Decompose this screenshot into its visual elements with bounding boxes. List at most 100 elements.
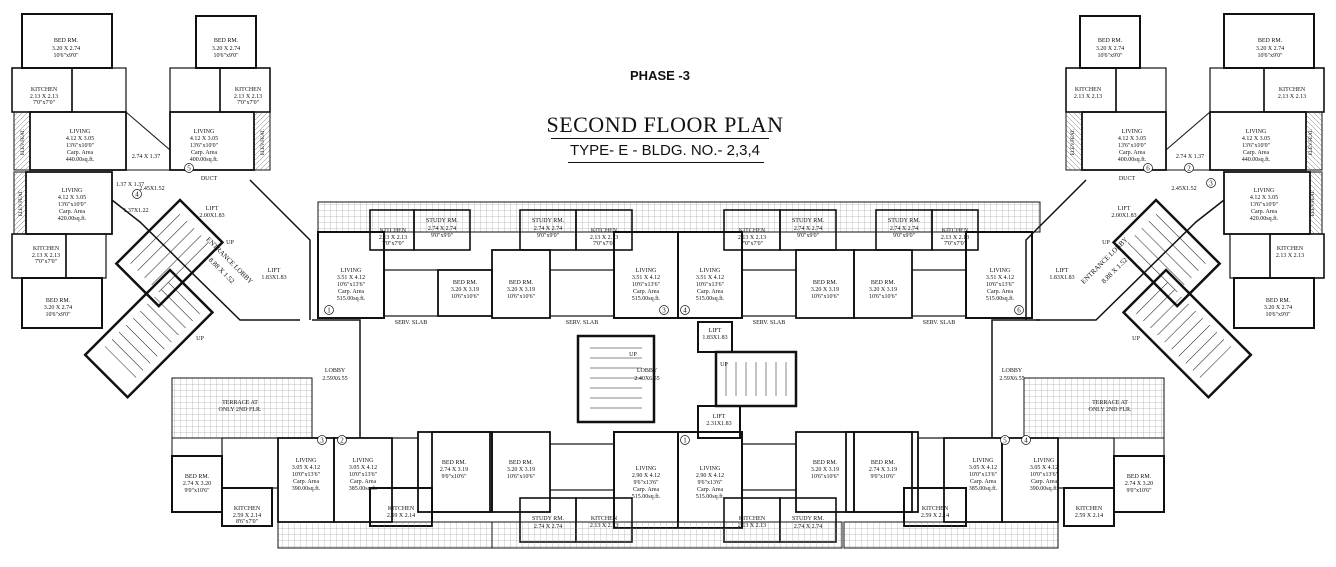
study-dim: 2.74 X 2.74 <box>534 226 562 232</box>
study-dim: 2.74 X 2.74 <box>794 524 822 530</box>
area-value: 515.00sq.ft. <box>696 493 725 500</box>
living-label: LIVING <box>353 458 374 464</box>
lift-dim: 1.83X1.83 <box>261 275 286 281</box>
kitchen-label: KITCHEN <box>31 87 58 93</box>
living-dim-ft: 13'6"x10'0" <box>1250 202 1279 208</box>
room-labels: BED RM. 3.20 X 2.74 10'6"x9'0" BED RM. 3… <box>30 38 1306 530</box>
kitchen-label: KITCHEN <box>1075 87 1102 93</box>
lobby-label: LOBBY <box>637 368 658 374</box>
study-dim-ft: 9'0"x9'0" <box>537 233 560 239</box>
living-dim-ft: 10'0"x13'6" <box>969 472 998 478</box>
lobby-dim: 2.59X6.55 <box>999 376 1024 382</box>
kitchen-dim-ft: 8'6"x7'0" <box>236 519 259 525</box>
lobby-label: LOBBY <box>325 368 346 374</box>
carp-area: Carp. Area <box>67 150 93 156</box>
grid-marker-circle <box>680 305 690 315</box>
living-dim-ft: 10'0"x13'6" <box>292 472 321 478</box>
kitchen-dim: 2.59 X 2.14 <box>233 513 261 519</box>
grid-marker-circle <box>184 163 194 173</box>
carp-area: Carp. Area <box>1251 209 1277 215</box>
living-label: LIVING <box>636 466 657 472</box>
lift-label: LIFT <box>713 414 726 420</box>
pass-dim: 2.45X1.52 <box>139 186 164 192</box>
bed-dim: 3.20 X 2.74 <box>52 46 80 52</box>
lift-dim: 2.00X1.83 <box>1111 213 1136 219</box>
up-label: UP <box>1132 336 1140 342</box>
living-dim: 4.12 X 3.05 <box>190 136 218 142</box>
grid-marker-number: 5 <box>1003 437 1007 445</box>
kitchen-dim: 2.13 X 2.13 <box>590 523 618 529</box>
living-dim-ft: 13'6"x10'0" <box>1242 143 1271 149</box>
living-dim: 3.05 X 4.12 <box>292 465 320 471</box>
study-label: STUDY RM. <box>532 516 565 522</box>
kitchen-label: KITCHEN <box>380 228 407 234</box>
grid-marker-number: 4 <box>135 191 139 199</box>
carp-area: Carp. Area <box>191 150 217 156</box>
bed-dim: 3.20 X 3.19 <box>507 467 535 473</box>
living-dim-ft: 10'6"x13'6" <box>696 282 725 288</box>
elev-feat-label: ELEV.FEAT. <box>261 129 266 155</box>
kitchen-label: KITCHEN <box>942 228 969 234</box>
area-value: 385.00sq.ft. <box>349 485 378 492</box>
up-label: UP <box>226 240 234 246</box>
title-underline <box>551 138 769 139</box>
terrace-label: ONLY 2ND FLR. <box>218 407 262 413</box>
area-value: 400.00sq.ft. <box>190 156 219 163</box>
living-dim-ft: 10'0"x13'6" <box>1030 472 1059 478</box>
grid-marker-number: 3 <box>1209 180 1213 188</box>
bed-label: BED RM. <box>54 38 79 44</box>
grid-marker-number: 4 <box>683 307 687 315</box>
bed-label: BED RM. <box>1127 474 1152 480</box>
area-value: 420.00sq.ft. <box>1250 215 1279 222</box>
living-dim: 3.51 X 4.12 <box>696 275 724 281</box>
bed-dim: 3.20 X 2.74 <box>212 46 240 52</box>
bed-label: BED RM. <box>509 280 534 286</box>
living-label: LIVING <box>70 129 91 135</box>
study-label: STUDY RM. <box>792 218 825 224</box>
living-label: LIVING <box>1246 129 1267 135</box>
grid-marker-circle <box>337 435 347 445</box>
bed-dim-ft: 9'0"x10'6" <box>441 474 467 480</box>
bed-dim-ft: 9'0"x10'6" <box>1126 488 1152 494</box>
kitchen-label: KITCHEN <box>922 506 949 512</box>
carp-area: Carp. Area <box>350 479 376 485</box>
living-label: LIVING <box>990 268 1011 274</box>
terrace-label: ONLY 2ND FLR. <box>1088 407 1132 413</box>
bed-dim-ft: 10'6"x9'0" <box>1097 53 1123 59</box>
right-wing <box>843 13 1325 549</box>
grid-marker-circle <box>1143 163 1153 173</box>
pass-dim: 2.74 X 1.37 <box>1176 154 1204 160</box>
bed-dim: 3.20 X 2.74 <box>1096 46 1124 52</box>
grid-marker-circle <box>1014 305 1024 315</box>
kitchen-dim: 2.13 X 2.13 <box>30 94 58 100</box>
kitchen-dim: 2.59 X 2.14 <box>387 513 415 519</box>
bed-dim-ft: 10'6"x10'6" <box>869 294 898 300</box>
living-dim: 4.12 X 3.05 <box>1242 136 1270 142</box>
pass-dim: 2.45X1.52 <box>1171 186 1196 192</box>
kitchen-dim: 2.13 X 2.13 <box>379 235 407 241</box>
area-value: 515.00sq.ft. <box>632 295 661 302</box>
study-dim: 2.74 X 2.74 <box>534 524 562 530</box>
living-dim: 3.51 X 4.12 <box>986 275 1014 281</box>
study-dim: 2.74 X 2.74 <box>890 226 918 232</box>
carp-area: Carp. Area <box>1243 150 1269 156</box>
bed-dim-ft: 10'6"x10'6" <box>811 474 840 480</box>
study-label: STUDY RM. <box>426 218 459 224</box>
grid-marker-number: 2 <box>340 437 344 445</box>
grid-marker-number: 1 <box>327 307 331 315</box>
study-dim: 2.74 X 2.74 <box>794 226 822 232</box>
living-dim: 3.51 X 4.12 <box>632 275 660 281</box>
kitchen-dim-ft: 7'0"x7'0" <box>741 241 764 247</box>
living-label: LIVING <box>62 188 83 194</box>
grid-marker-circle <box>659 305 669 315</box>
kitchen-label: KITCHEN <box>591 516 618 522</box>
kitchen-dim: 2.59 X 2.14 <box>1075 513 1103 519</box>
center-block <box>312 201 1041 549</box>
bed-dim: 3.20 X 3.19 <box>869 287 897 293</box>
kitchen-label: KITCHEN <box>235 87 262 93</box>
grid-marker-circle <box>1184 163 1194 173</box>
study-label: STUDY RM. <box>888 218 921 224</box>
